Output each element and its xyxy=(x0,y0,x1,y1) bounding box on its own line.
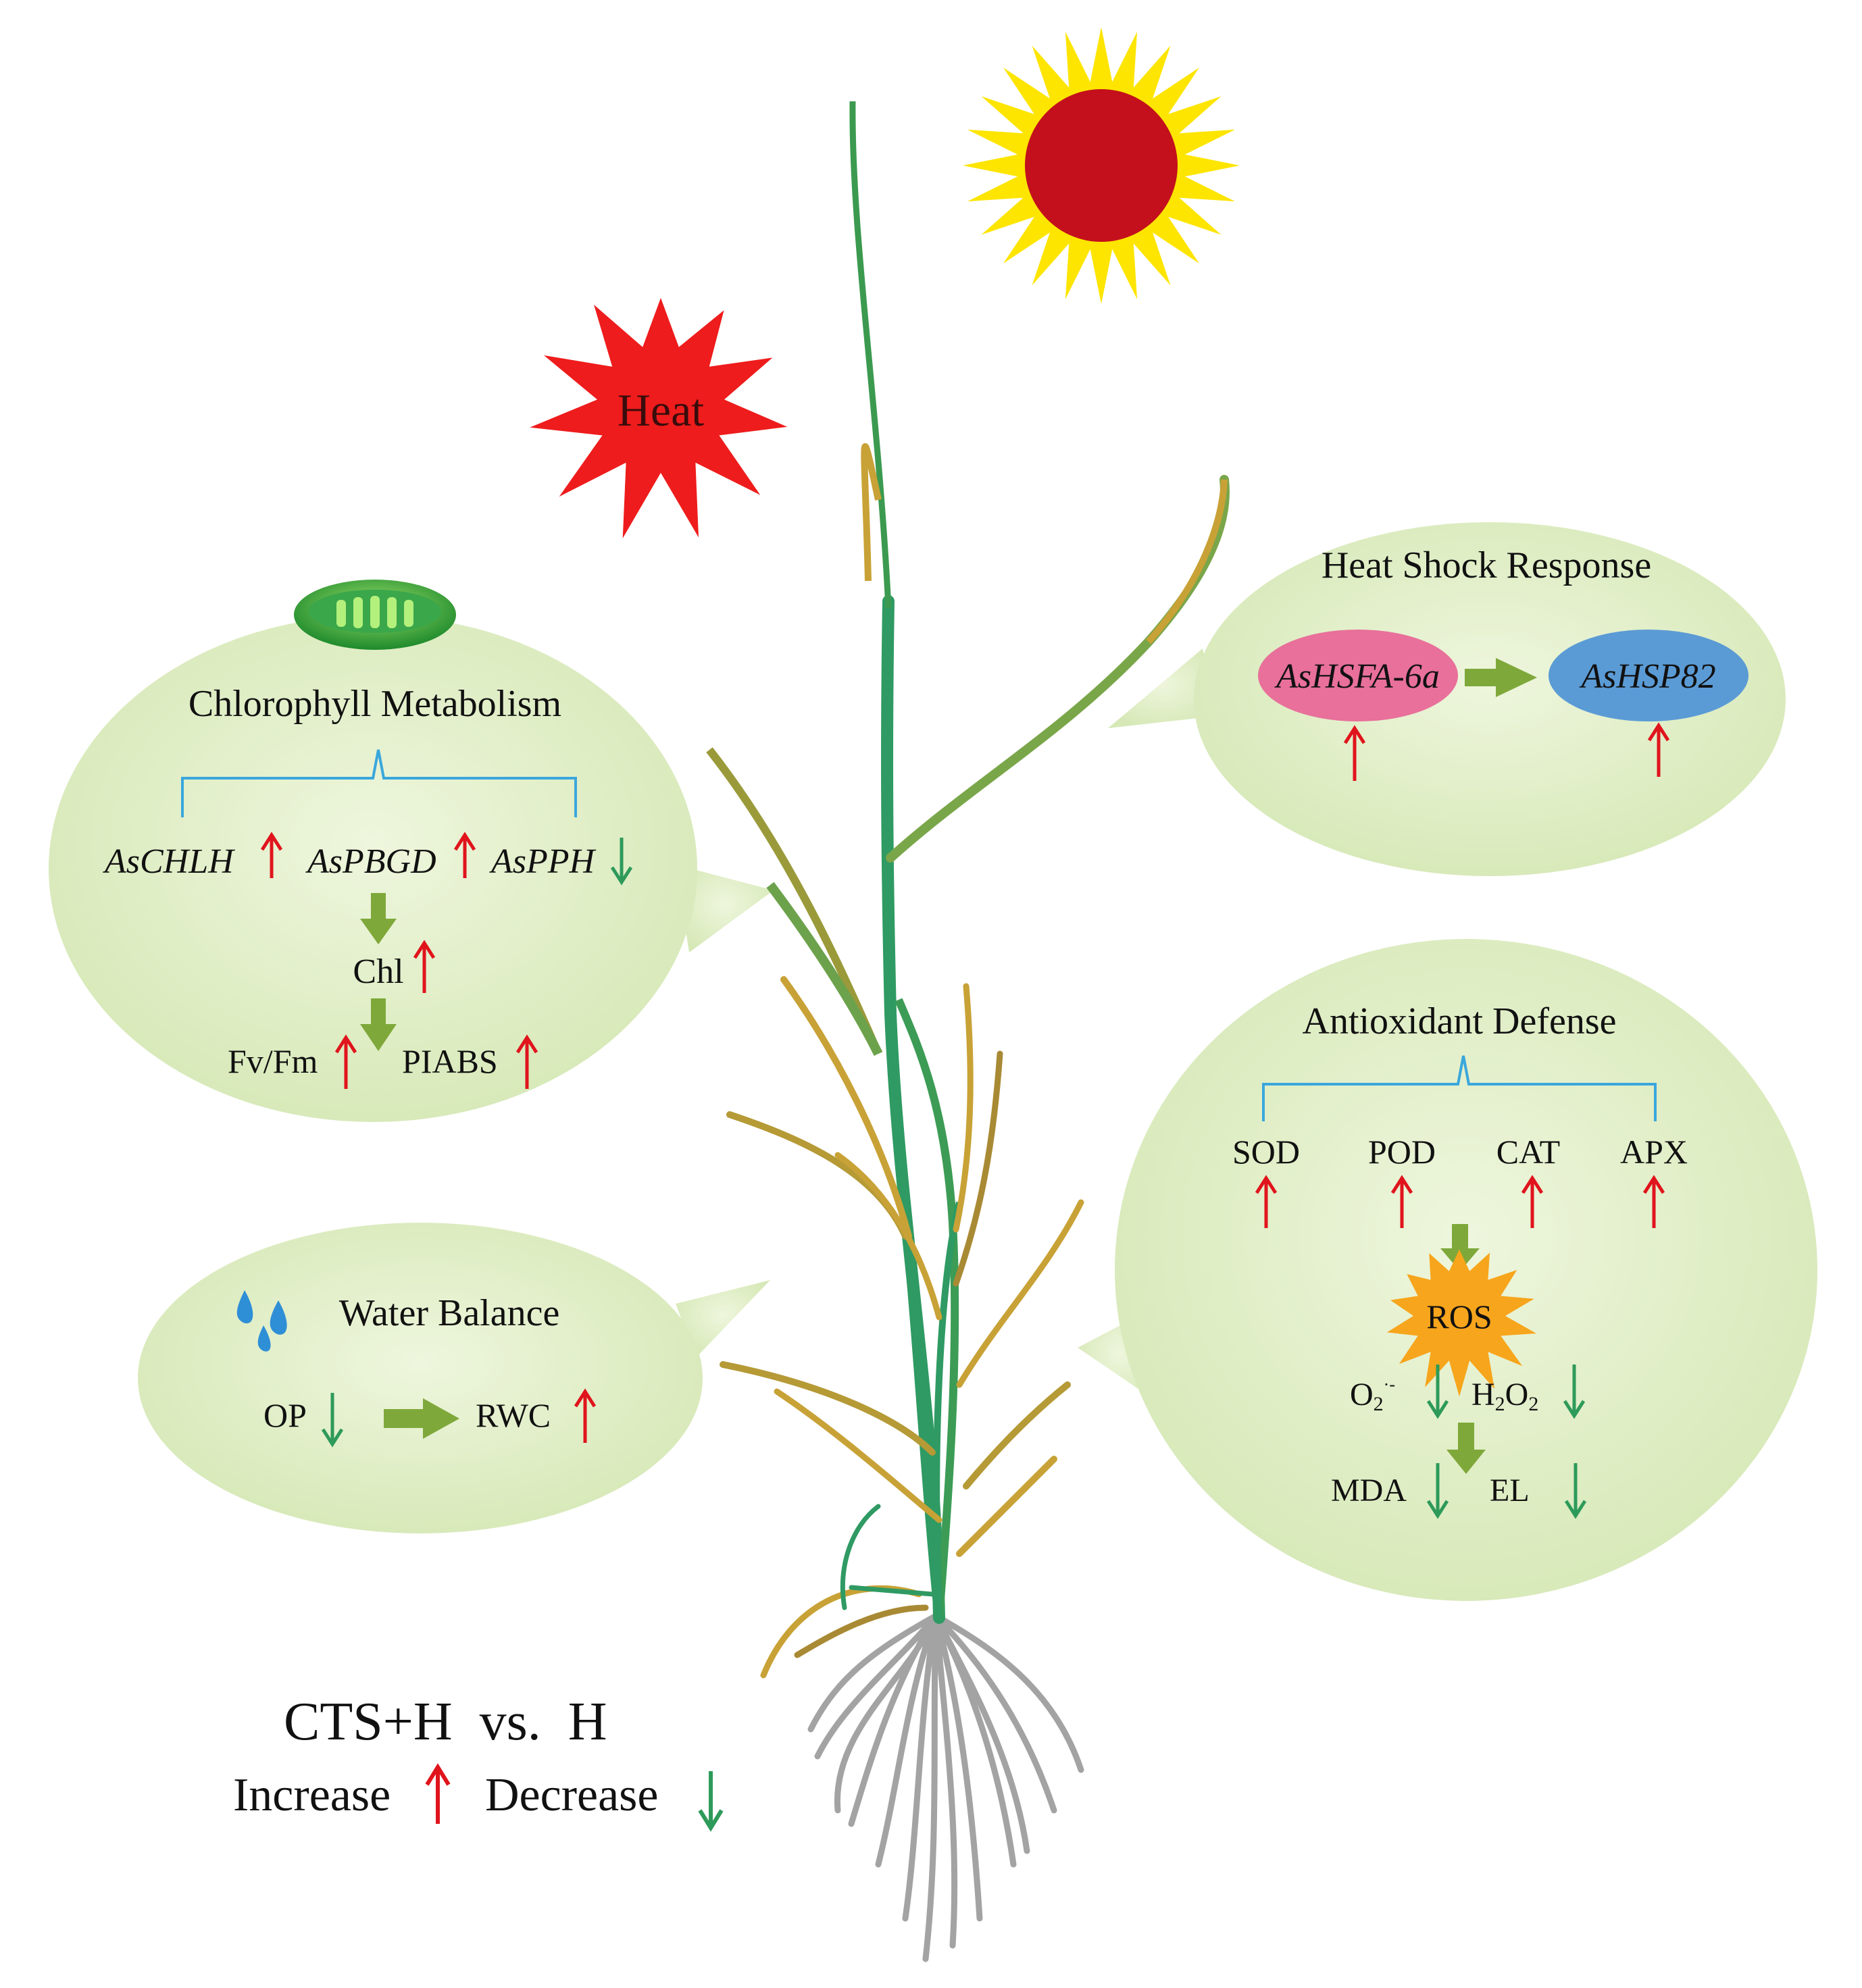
chlorophyll-bracket xyxy=(181,749,577,817)
legend-comparison: CTS+H vs. H xyxy=(284,1692,607,1752)
flow-arrow-chl-to-fv xyxy=(360,998,397,1051)
ros-label: ROS xyxy=(1426,1298,1492,1335)
hsf-to-hsp-arrow xyxy=(1465,658,1537,697)
chlorophyll-panel: Chlorophyll Metabolism AsCHLH AsPBGD AsP… xyxy=(103,580,633,1089)
gene-ashsp82: AsHSP82 xyxy=(1579,657,1715,696)
water-bubble xyxy=(138,1223,770,1533)
h2o2-label: H2O2 xyxy=(1471,1377,1538,1415)
enzyme-sod: SOD xyxy=(1232,1133,1300,1171)
water-panel: Water Balance OP RWC xyxy=(236,1290,597,1448)
fvfm-label: Fv/Fm xyxy=(228,1042,318,1080)
chloroplast-icon xyxy=(294,580,456,650)
rwc-label: RWC xyxy=(476,1396,551,1434)
flow-arrow-ros-to-mda xyxy=(1446,1423,1486,1474)
antioxidant-panel: Antioxidant Defense SOD POD CAT APX ROS … xyxy=(1232,1000,1688,1519)
aspbgd-up-arrow xyxy=(453,832,476,878)
heat-burst-icon: Heat xyxy=(530,298,788,538)
roots xyxy=(807,1612,1084,1962)
right-branch xyxy=(886,475,1230,863)
enzyme-pod: POD xyxy=(1368,1133,1436,1171)
ashsp82-up-arrow xyxy=(1647,722,1670,777)
chl-label: Chl xyxy=(353,952,403,991)
flow-arrow-genes-to-chl xyxy=(360,893,397,944)
el-label: EL xyxy=(1490,1473,1530,1508)
o2-down-arrow xyxy=(1426,1365,1449,1419)
legend-increase-arrow xyxy=(425,1763,451,1824)
enzyme-up-arrows xyxy=(1255,1175,1665,1228)
sun-icon xyxy=(963,27,1240,304)
enzyme-cat: CAT xyxy=(1496,1133,1560,1171)
piabs-up-arrow xyxy=(515,1034,538,1089)
gene-aschlh: AsCHLH xyxy=(103,842,235,881)
inner-leaf-stem xyxy=(861,443,882,582)
op-down-arrow xyxy=(321,1393,344,1448)
enzyme-apx: APX xyxy=(1620,1133,1688,1171)
chlorophyll-bubble xyxy=(49,615,774,1122)
antioxidant-bracket xyxy=(1262,1055,1657,1121)
legend-decrease-arrow xyxy=(698,1771,724,1832)
main-stem xyxy=(881,595,945,1624)
legend: CTS+H vs. H Increase Decrease xyxy=(233,1692,724,1832)
heat-label: Heat xyxy=(618,384,704,436)
aspph-down-arrow xyxy=(610,838,633,886)
op-to-rwc-arrow xyxy=(384,1398,459,1439)
water-title: Water Balance xyxy=(339,1292,560,1334)
chl-up-arrow xyxy=(413,940,436,993)
upper-stem xyxy=(849,101,892,609)
plant-illustration xyxy=(706,101,1230,1962)
mda-down-arrow xyxy=(1426,1463,1449,1519)
dry-leaves xyxy=(720,976,1084,1679)
heat-shock-panel: Heat Shock Response AsHSFA-6a AsHSP82 xyxy=(1258,544,1748,781)
h2o2-down-arrow xyxy=(1563,1365,1586,1419)
antioxidant-title: Antioxidant Defense xyxy=(1303,1000,1617,1042)
fvfm-up-arrow xyxy=(334,1034,357,1089)
rwc-up-arrow xyxy=(574,1388,597,1443)
gene-aspbgd: AsPBGD xyxy=(305,842,436,881)
legend-decrease-label: Decrease xyxy=(485,1769,658,1821)
water-drops-icon xyxy=(236,1290,287,1352)
gene-aspph: AsPPH xyxy=(489,842,597,881)
heat-shock-title: Heat Shock Response xyxy=(1322,544,1651,586)
gene-ashsfa6a: AsHSFA-6a xyxy=(1274,657,1440,696)
aschlh-up-arrow xyxy=(260,832,283,878)
ashsfa6a-up-arrow xyxy=(1343,725,1366,781)
ros-burst-icon: ROS xyxy=(1386,1249,1536,1397)
chlorophyll-title: Chlorophyll Metabolism xyxy=(188,683,561,725)
heat-shock-bubble xyxy=(1108,522,1786,876)
legend-increase-label: Increase xyxy=(233,1769,391,1821)
mda-label: MDA xyxy=(1331,1473,1407,1508)
o2-label: O2·- xyxy=(1350,1375,1395,1415)
op-label: OP xyxy=(263,1396,307,1434)
right-branch-tip xyxy=(1146,479,1228,644)
piabs-label: PIABS xyxy=(402,1042,498,1080)
el-down-arrow xyxy=(1564,1463,1587,1519)
ashsfa6a-ellipse xyxy=(1258,630,1458,721)
ashsp82-ellipse xyxy=(1549,630,1748,721)
